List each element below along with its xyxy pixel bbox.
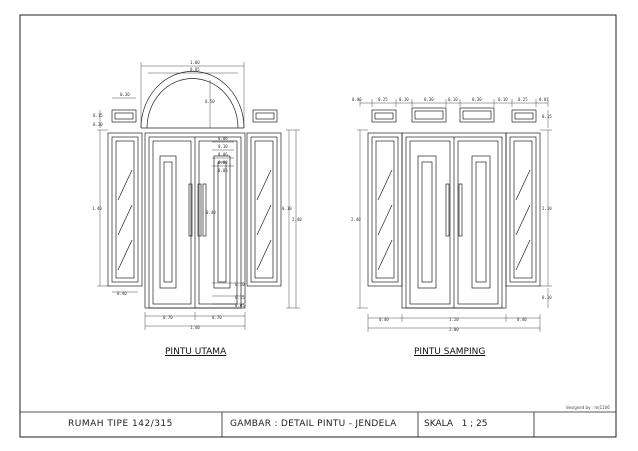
dim-label: 0.06 bbox=[218, 168, 228, 173]
arch-outer bbox=[140, 71, 245, 129]
dim-label: 0.15 bbox=[235, 295, 245, 300]
dim-label: 0.40 bbox=[206, 210, 216, 215]
dim-label: 2.40 bbox=[351, 217, 361, 222]
pintu-samping-dims: 0.06 0.25 0.10 0.30 0.10 0.30 0.10 0.25 … bbox=[351, 97, 552, 332]
door-handle-right bbox=[197, 183, 202, 237]
dim-label: 0.40 bbox=[379, 317, 389, 322]
pintu-samping-drawing bbox=[357, 99, 552, 332]
dim-label: 2.40 bbox=[292, 217, 302, 222]
side-door-right-leaf bbox=[457, 140, 499, 305]
side-window-left-glass bbox=[115, 140, 135, 279]
dim-label: 2.00 bbox=[449, 327, 459, 332]
pintu-utama-drawing bbox=[97, 62, 300, 330]
dim-label: 0.10 bbox=[218, 144, 228, 149]
side-window-right-frame bbox=[505, 132, 541, 287]
door-handle-right bbox=[458, 183, 463, 237]
dim-label: 0.15 bbox=[93, 113, 103, 118]
dim-label: 0.30 bbox=[472, 97, 482, 102]
dim-label: 0.08 bbox=[218, 160, 228, 165]
dim-label: 0.25 bbox=[378, 97, 388, 102]
dim-label: 0.10 bbox=[399, 97, 409, 102]
door-handle-left bbox=[188, 183, 193, 237]
arch-inner bbox=[146, 78, 239, 129]
dim-label: 0.10 bbox=[282, 206, 292, 211]
dim-label: 0.30 bbox=[424, 97, 434, 102]
main-door-left-leaf bbox=[152, 140, 192, 305]
project-name: RUMAH TIPE 142/315 bbox=[68, 419, 173, 429]
vent-2 bbox=[411, 107, 447, 123]
dim-label: 0.70 bbox=[212, 315, 222, 320]
vent-1 bbox=[371, 109, 397, 123]
dim-label: 0.25 bbox=[518, 97, 528, 102]
dim-label: 0.10 bbox=[542, 295, 552, 300]
drawing-title-pintu-utama: PINTU UTAMA bbox=[165, 347, 227, 357]
dim-label: 1.40 bbox=[92, 206, 102, 211]
door-handle-left bbox=[445, 183, 450, 237]
dim-label: 0.30 bbox=[120, 92, 130, 97]
side-door-left-leaf bbox=[409, 140, 451, 305]
dim-label: 0.40 bbox=[117, 291, 127, 296]
dim-label: 0.70 bbox=[163, 315, 173, 320]
dim-label: 2.10 bbox=[542, 206, 552, 211]
side-window-left-frame bbox=[367, 132, 403, 287]
dim-label: 0.10 bbox=[498, 97, 508, 102]
drawing-name: GAMBAR : DETAIL PINTU - JENDELA bbox=[230, 419, 397, 429]
dim-label: 0.06 bbox=[218, 136, 228, 141]
drawing-title-pintu-samping: PINTU SAMPING bbox=[414, 347, 486, 357]
dim-label: 0.06 bbox=[352, 97, 362, 102]
dim-label: 0.10 bbox=[235, 282, 245, 287]
dim-label: 0.30 bbox=[93, 122, 103, 127]
designer-credit: designed by : m|1106 bbox=[566, 405, 610, 410]
pintu-utama-dims: 1.00 0.85 0.30 0.15 0.50 0.30 0.06 0.10 … bbox=[92, 60, 302, 330]
dim-label: 0.10 bbox=[448, 97, 458, 102]
vent-left bbox=[111, 109, 137, 123]
dim-label: 0.85 bbox=[190, 67, 200, 72]
dim-label: 1.20 bbox=[449, 317, 459, 322]
vent-3 bbox=[459, 107, 495, 123]
dim-label: 0.40 bbox=[517, 317, 527, 322]
dim-label: 0.06 bbox=[218, 152, 228, 157]
side-window-right-frame bbox=[246, 132, 282, 287]
vent-right bbox=[252, 109, 278, 123]
dim-label: 0.15 bbox=[542, 114, 552, 119]
sheet-border bbox=[19, 14, 617, 438]
dim-label: 0.50 bbox=[205, 99, 215, 104]
dim-label: 0.07 bbox=[539, 97, 549, 102]
side-window-left-frame bbox=[107, 132, 143, 287]
drawing-scale: SKALA 1 ; 25 bbox=[424, 419, 488, 429]
dim-label: 1.40 bbox=[190, 325, 200, 330]
vent-4 bbox=[511, 109, 537, 123]
side-window-right-glass bbox=[254, 140, 274, 279]
dim-label: 0.05 bbox=[235, 303, 245, 308]
dim-label: 1.00 bbox=[190, 60, 200, 65]
